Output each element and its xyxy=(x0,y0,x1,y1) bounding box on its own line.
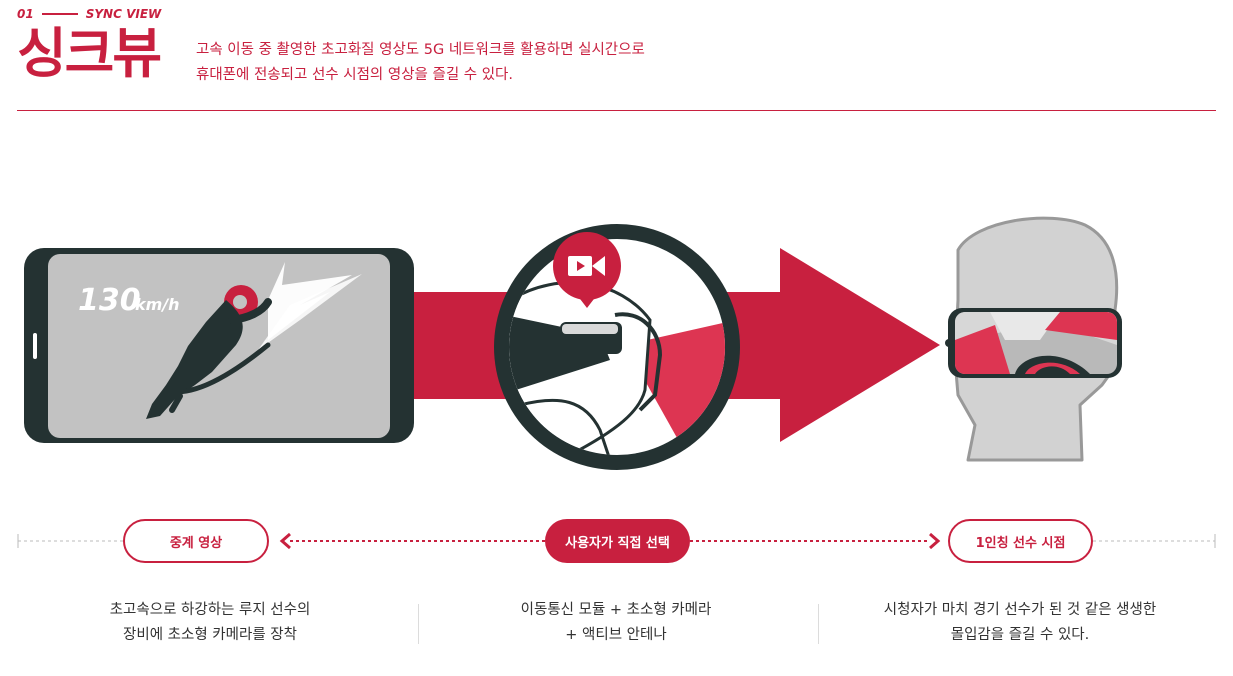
speed-unit: km/h xyxy=(135,295,180,314)
user-select-label: 사용자가 직접 선택 xyxy=(545,519,690,563)
eyebrow-divider xyxy=(41,13,78,15)
left-description-line-1: 초고속으로 하강하는 루지 선수의 xyxy=(109,602,311,618)
section-number: 01 xyxy=(17,7,34,21)
column-divider xyxy=(818,604,819,644)
column-divider xyxy=(418,604,419,644)
left-description: 초고속으로 하강하는 루지 선수의 장비에 초소형 카메라를 장착 xyxy=(60,598,360,648)
arrow-right-icon xyxy=(929,532,941,550)
right-description-line-1: 시청자가 마치 경기 선수가 된 것 같은 생생한 xyxy=(883,602,1157,618)
section-eyebrow: 01 SYNC VIEW xyxy=(17,6,161,22)
helmet-camera-illustration xyxy=(494,224,740,470)
smartphone-illustration: 130 km/h xyxy=(24,248,414,443)
speed-value: 130 xyxy=(78,283,141,318)
section-label: SYNC VIEW xyxy=(85,7,162,21)
first-person-view-label: 1인칭 선수 시점 xyxy=(948,519,1093,563)
viewer-head-illustration xyxy=(945,216,1122,462)
page-title: 싱크뷰 xyxy=(17,22,162,85)
broadcast-video-label: 중계 영상 xyxy=(123,519,269,563)
right-description: 시청자가 마치 경기 선수가 된 것 같은 생생한 몰입감을 즐길 수 있다. xyxy=(850,598,1190,648)
right-description-line-2: 몰입감을 즐길 수 있다. xyxy=(950,627,1090,643)
intro-text: 고속 이동 중 촬영한 초고화질 영상도 5G 네트워크를 활용하면 실시간으로… xyxy=(196,38,645,88)
luge-athlete-icon xyxy=(146,262,362,419)
left-description-line-2: 장비에 초소형 카메라를 장착 xyxy=(123,627,297,643)
center-description-line-2: + 액티브 안테나 xyxy=(565,627,667,643)
intro-line-2: 휴대폰에 전송되고 선수 시점의 영상을 즐길 수 있다. xyxy=(196,67,514,83)
center-description: 이동통신 모듈 + 초소형 카메라 + 액티브 안테나 xyxy=(466,598,766,648)
center-description-line-1: 이동통신 모듈 + 초소형 카메라 xyxy=(520,602,712,618)
timeline-line xyxy=(17,532,1216,550)
arrow-left-icon xyxy=(279,532,291,550)
header-divider xyxy=(17,110,1216,111)
video-camera-icon xyxy=(568,256,605,276)
intro-line-1: 고속 이동 중 촬영한 초고화질 영상도 5G 네트워크를 활용하면 실시간으로 xyxy=(196,42,645,58)
